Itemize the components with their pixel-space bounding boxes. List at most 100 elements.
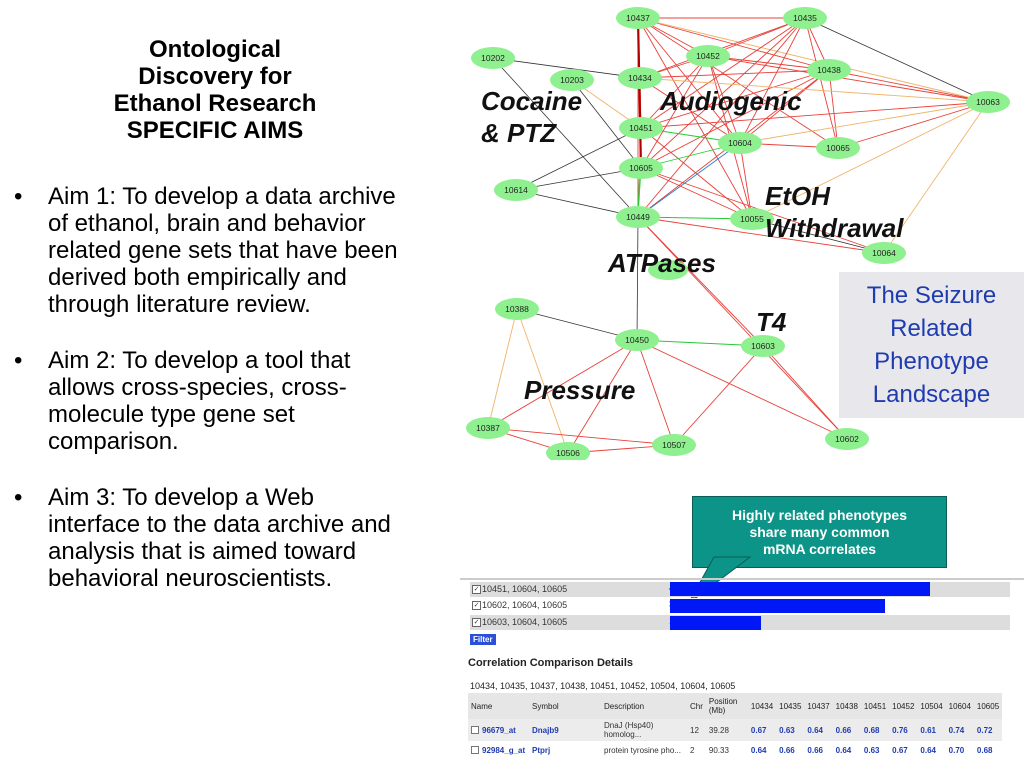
graph-edge — [487, 427, 675, 446]
table-row: 96679_at Dnajb9 DnaJ (Hsp40) homolog... … — [468, 719, 1003, 741]
graph-edge — [739, 17, 806, 144]
correlation-cell: 0.74 — [945, 719, 974, 741]
graph-edge — [637, 142, 741, 218]
graph-node: 10203 — [550, 69, 594, 91]
node-label: 10388 — [505, 304, 529, 314]
correlation-cell: 0.64 — [835, 745, 852, 755]
filter-button[interactable]: Filter — [470, 634, 496, 645]
graph-edge — [707, 55, 989, 103]
checkbox[interactable]: ✓ — [472, 585, 481, 594]
checkbox[interactable] — [471, 746, 479, 755]
graph-edge — [571, 79, 642, 169]
node-ellipse — [966, 91, 1010, 113]
label-atpases: ATPases — [608, 248, 716, 278]
table-row: 92984_g_at Ptprj protein tyrosine pho...… — [468, 741, 1002, 759]
title-line: Discovery for — [138, 63, 292, 90]
node-label: 10435 — [793, 13, 817, 23]
overlap-row-label: 10451, 10604, 10605 — [482, 584, 568, 594]
graph-edge — [515, 167, 642, 191]
correlation-cell: 0.63 — [863, 745, 880, 755]
title-line: Ethanol Research — [113, 90, 317, 117]
correlation-cell: 0.67 — [747, 719, 777, 741]
node-ellipse — [494, 179, 538, 201]
graph-edge — [636, 339, 848, 440]
graph-edge — [707, 55, 741, 144]
header-name: Name — [468, 693, 529, 719]
node-label: 10450 — [625, 335, 649, 345]
graph-edge — [487, 308, 518, 429]
gene-symbol-link[interactable]: Dnajb9 — [529, 719, 601, 741]
graph-edge — [673, 345, 764, 446]
node-label: 10437 — [626, 13, 650, 23]
header-cell: Description — [604, 701, 645, 711]
aim-item: •Aim 2: To develop a tool that allows cr… — [12, 347, 412, 455]
node-label: 10063 — [976, 97, 1000, 107]
graph-edge — [640, 69, 830, 169]
header-symbol: Symbol — [529, 693, 601, 719]
header-cell: Symbol — [532, 701, 559, 711]
graph-edge — [804, 17, 839, 149]
callout-line: mRNA correlates — [762, 540, 877, 557]
header-cell: 10605 — [976, 701, 1000, 711]
header-cell: 10434 — [750, 701, 774, 711]
graph-node: 10055 — [730, 208, 774, 230]
header-id: 10437 — [804, 693, 833, 719]
correlation-cell: 0.64 — [920, 745, 936, 755]
node-label: 10203 — [560, 75, 584, 85]
correlation-cell: 0.64 — [804, 719, 833, 741]
graph-edge — [487, 339, 638, 429]
header-cell: 10451 — [863, 701, 887, 711]
seizure-line: Related — [890, 315, 973, 342]
header-id: 10604 — [945, 693, 974, 719]
correlation-cell: 0.68 — [860, 719, 890, 741]
position-cell: 39.28 — [705, 719, 748, 741]
header-chr: Chr — [687, 693, 706, 719]
node-label: 10506 — [556, 448, 580, 458]
label-cocaine: Cocaine — [481, 86, 583, 116]
header-cell: 10452 — [892, 701, 915, 711]
probe-name-link[interactable]: 92984_g_at — [468, 741, 529, 759]
graph-edge — [640, 17, 806, 129]
graph-node: 10064 — [862, 242, 906, 264]
graph-edge — [640, 101, 989, 129]
description-cell: protein tyrosine pho... — [604, 745, 681, 755]
graph-edge — [637, 17, 989, 103]
seizure-line: Landscape — [872, 381, 991, 408]
correlation-cell: 0.68 — [976, 745, 993, 755]
correlation-cell: 0.64 — [750, 745, 767, 755]
checkbox[interactable]: ✓ — [472, 601, 481, 610]
graph-edge-strong — [636, 17, 643, 169]
gene-symbol-link[interactable]: Ptprj — [532, 745, 551, 755]
aim-item: •Aim 3: To develop a Web interface to th… — [12, 484, 412, 592]
header-cell: 10504 — [920, 701, 943, 711]
graph-edge — [637, 216, 885, 254]
node-ellipse — [730, 208, 774, 230]
correlation-cell: 0.72 — [973, 719, 1003, 741]
probe-name-link[interactable]: 96679_at — [468, 719, 529, 741]
graph-node: 10388 — [495, 298, 539, 320]
chr-cell: 2 — [690, 745, 695, 755]
graph-node: 10605 — [619, 157, 663, 179]
correlation-cell: 0.67 — [892, 745, 908, 755]
graph-edge — [640, 127, 753, 220]
node-ellipse — [546, 442, 590, 460]
graph-edge — [828, 69, 839, 149]
header-cell: 10437 — [807, 701, 830, 711]
node-ellipse — [471, 47, 515, 69]
graph-edge — [515, 189, 639, 218]
graph-edge — [640, 17, 806, 169]
correlation-cell: 0.63 — [776, 719, 805, 741]
node-label: 10507 — [662, 440, 686, 450]
checkbox[interactable] — [471, 726, 479, 735]
header-id: 10434 — [747, 693, 777, 719]
graph-node: 10604 — [718, 132, 762, 154]
aim-item: •Aim 1: To develop a data archive of eth… — [12, 183, 412, 318]
checkbox[interactable]: ✓ — [472, 618, 481, 627]
graph-node: 10506 — [546, 442, 590, 460]
aim-text: Aim 1: To develop a data archive of etha… — [48, 183, 398, 318]
node-ellipse — [466, 417, 510, 439]
node-label: 10202 — [481, 53, 505, 63]
aim-text: Aim 3: To develop a Web interface to the… — [48, 484, 391, 592]
node-ellipse — [807, 59, 851, 81]
